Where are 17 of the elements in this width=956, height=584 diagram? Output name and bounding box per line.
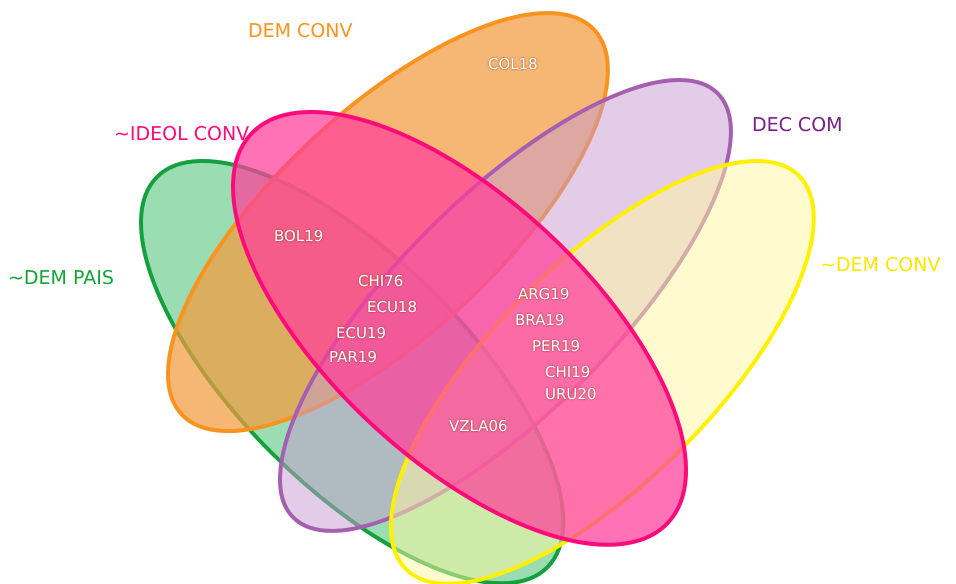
- case-label: PER19: [532, 337, 580, 355]
- case-label: ECU18: [367, 298, 418, 316]
- case-label: ECU19: [336, 324, 386, 342]
- case-label: CHI76: [358, 272, 404, 290]
- case-label: VZLA06: [449, 417, 508, 435]
- set-label: ~IDEOL CONV: [114, 122, 250, 145]
- case-label: ARG19: [518, 285, 570, 303]
- case-label: BOL19: [274, 227, 324, 245]
- case-label: PAR19: [329, 348, 377, 366]
- case-label: COL18: [488, 55, 538, 73]
- case-label: CHI19: [545, 363, 590, 381]
- set-label: ~DEM CONV: [820, 254, 940, 276]
- set-label: DEM CONV: [248, 20, 352, 42]
- case-label: BRA19: [515, 311, 564, 329]
- case-label: URU20: [545, 385, 596, 403]
- set-label: DEC COM: [752, 114, 843, 136]
- set-label: ~DEM PAIS: [8, 266, 114, 289]
